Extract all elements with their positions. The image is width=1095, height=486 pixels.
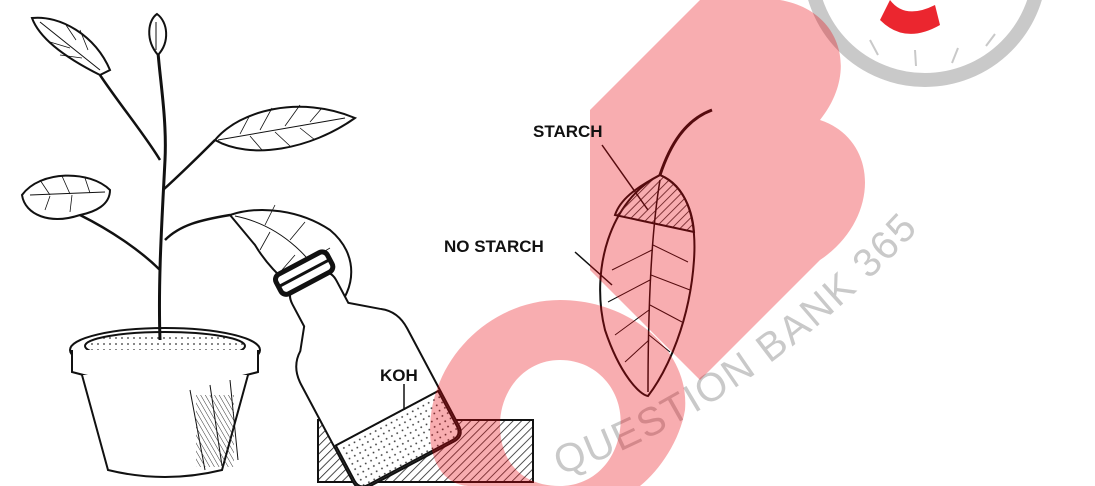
label-koh: KOH (380, 366, 418, 385)
watermark-ring (810, 0, 1040, 80)
potted-plant (22, 14, 355, 477)
pot (70, 328, 260, 477)
label-no-starch: NO STARCH (444, 237, 544, 256)
label-starch: STARCH (533, 122, 603, 141)
